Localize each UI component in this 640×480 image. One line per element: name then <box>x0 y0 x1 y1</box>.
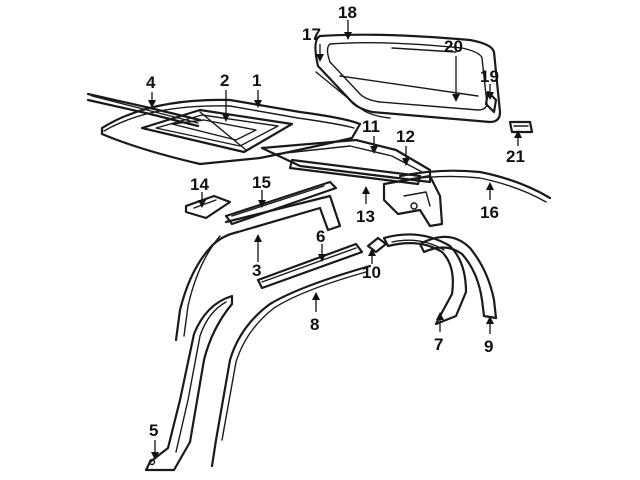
part-19-rear-window-trim <box>484 90 498 114</box>
part-14-bracket <box>184 194 232 220</box>
callout-12: 12 <box>396 127 415 146</box>
callout-16: 16 <box>480 203 499 222</box>
callout-5: 5 <box>149 421 158 440</box>
callout-20: 20 <box>444 37 463 56</box>
part-2-sunroof-frame <box>140 108 294 154</box>
part-12-header-molding <box>288 158 422 186</box>
part-20-rear-window-seal <box>315 71 391 119</box>
part-3-pillar-trim <box>174 194 342 342</box>
part-17-rear-window-frame <box>314 33 502 124</box>
callout-4: 4 <box>146 73 156 92</box>
callout-8: 8 <box>310 315 319 334</box>
callout-18: 18 <box>338 3 357 22</box>
part-16-roof-drip-molding <box>398 169 552 203</box>
part-1-roof-panel <box>100 98 362 166</box>
callout-11: 11 <box>362 117 380 136</box>
callout-15: 15 <box>252 173 271 192</box>
leader-lines <box>148 20 522 460</box>
part-21-trim-clip <box>508 120 534 134</box>
callout-labels: 1 2 3 4 5 6 7 8 9 10 11 12 13 14 15 16 1… <box>146 3 525 440</box>
callout-17: 17 <box>302 25 321 44</box>
part-5-b-pillar-trim <box>144 294 234 472</box>
callout-10: 10 <box>362 263 381 282</box>
callout-9: 9 <box>484 337 493 356</box>
part-9-quarter-outer-molding <box>418 235 498 320</box>
part-7-quarter-molding <box>382 233 468 326</box>
callout-14: 14 <box>190 175 209 194</box>
callout-21: 21 <box>506 147 525 166</box>
part-13-rear-body-panel <box>382 174 444 228</box>
callout-13: 13 <box>356 207 375 226</box>
callout-6: 6 <box>316 227 325 246</box>
callout-19: 19 <box>480 67 499 86</box>
part-8-weatherstrip <box>210 264 372 468</box>
part-18-rear-window-glass <box>326 41 488 111</box>
callout-2: 2 <box>220 71 229 90</box>
callout-3: 3 <box>252 261 261 280</box>
part-6-door-molding <box>256 242 364 290</box>
callout-1: 1 <box>252 71 261 90</box>
callout-7: 7 <box>434 335 443 354</box>
part-10-fastener <box>366 236 388 254</box>
